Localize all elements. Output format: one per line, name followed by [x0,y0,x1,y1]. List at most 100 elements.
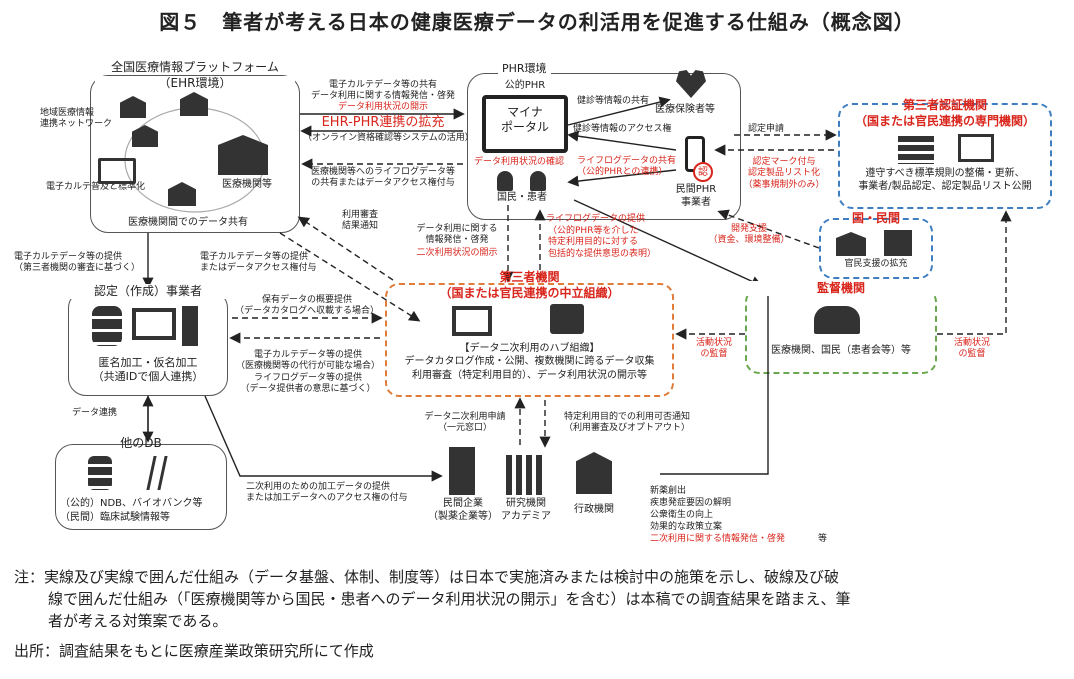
third-party-cert-title: 第三者認証機関 [902,98,987,112]
lifelog-to-medical-text: 医療機関等へのライフログデータ等 の共有またはデータアクセス権付与 [310,167,455,189]
cert-mark-label: 認定マーク付与 認定製品リスト化 （薬事規制外のみ） [743,157,825,190]
processed-data-label: 二次利用のための加工データの提供 または加工データへのアクセス権の付与 [246,482,408,504]
outcome-3: 公衆衛生の向上 [650,510,714,520]
note-line-1: 注：実線及び実線で囲んだ仕組み（データ基盤、体制、制度等）は日本で実施済みまたは… [14,568,840,586]
presenter-icon [958,134,994,162]
office-building-icon [884,230,912,256]
outcome-2: 疾患発症要因の解明 [650,498,732,508]
kenshin-access-label: 健診等情報のアクセス権 [573,124,672,134]
third-party-title: 第三者機関 [499,270,560,284]
other-db-line1: （公的）NDB、バイオバンク等 [60,498,203,509]
regional-network-label: 地域医療情報 連携ネットワーク [40,108,113,130]
hub-label: 【データ二次利用のハブ組織】 [459,343,600,354]
other-db-line2: （民間）臨床試験情報等 [60,512,170,523]
secondary-apply-label: データ二次利用申請 （一元窓口） [424,412,506,434]
source-line: 出所：調査結果をもとに医療産業政策研究所にて作成 [14,642,374,660]
review-notice-label: 利用審査 結果通知 [341,210,378,232]
third-party-desc-1: データカタログ作成・公開、複数機関に跨るデータ収集 [404,356,655,367]
certification-badge-text: 認 [698,167,708,178]
database-icon [92,306,122,346]
ehr-environment-box [90,75,300,233]
ehr-standardization-label: 電子カルテ普及と標準化 [46,182,146,192]
myna-portal-screen [482,95,568,153]
third-party-subtitle: （国または官民連携の中立組織） [439,286,620,300]
third-party-desc-2: 利用審査（特定利用目的）、データ利用状況の開示等 [412,370,647,381]
lifelog-to-medical-label: 医療機関等へのライフログデータ等 の共有またはデータアクセス権付与 [303,167,463,190]
outcome-1: 新薬創出 [650,486,687,496]
test-tubes-icon [506,455,544,495]
large-hospital-icon [218,135,268,175]
supervisor-title: 監督機関 [745,281,937,296]
certification-badge: 認 [693,162,713,182]
outcome-6: 等 [818,534,828,544]
govt-title: 国・民間 [851,211,900,225]
lifelog-provision-label: ライフログデータの提供 [546,214,646,224]
admin-label: 行政機関 [574,504,614,515]
govt-box [819,218,933,279]
third-party-org-box [385,283,674,397]
kenshin-share-label: 健診等情報の共有 [577,96,650,106]
govt-desc: 官民支援の拡充 [844,259,908,269]
database-icon [88,456,112,490]
government-building-icon [576,452,612,494]
purpose-notice-label: 特定利用目的での利用可否通知 （利用審査及びオプトアウト） [563,412,690,434]
server-tower-icon [182,306,198,346]
phr-environment-box [467,73,741,220]
data-link-label: データ連携 [72,408,118,418]
certified-title: 認定（作成）事業者 [68,284,228,299]
ehr-to-cert-label: 電子カルテデータ等の提供 （第三者機関の審査に基づく） [14,252,141,274]
ehr-title-1: 全国医療情報プラットフォーム [111,60,279,74]
ehr-lifelog-provision-label: 電子カルテデータ等の提供 （医療機関等の代行が可能な場合） ライフログデータ等の… [235,350,380,394]
group-icon [814,306,860,334]
third-party-cert-box [838,103,1052,209]
info-to-citizen-label: データ利用に関する 情報発信・啓発 [416,224,498,246]
person-icon [497,171,513,191]
third-party-cert-desc: 遵守すべき標準規則の整備・更新、 事業者/製品認定、認定製品リスト公開 [858,168,1032,192]
share-label-2: データ利用に関する情報発信・啓発 [310,91,455,101]
lifelog-share-label: ライフログデータの共有 （公的PHRとの連携） [577,156,677,178]
medical-institutions-label: 医療機関等 [222,179,272,190]
outcome-5: 二次利用に関する情報発信・啓発 [650,534,786,544]
monitor-left-label: 活動状況 の監督 [695,338,732,360]
person-icon [530,171,546,191]
share-label-1: 電子カルテデータ等の共有 [328,80,437,90]
note-line-2: 線で囲んだ仕組み（「医療機関等から国民・患者へのデータ利用状況の開示」を含む）は… [48,590,851,608]
share-label-3: データ利用状況の開示 [337,102,428,112]
other-db-title: 他のDB [120,436,162,450]
cert-apply-label: 認定申請 [748,124,785,134]
ehr-to-third-label: 電子カルテデータ等の提供 またはデータアクセス権付与 [200,252,317,274]
books-icon [898,136,934,164]
computer-icon [132,308,176,340]
private-phr-label: 民間PHR 事業者 [675,184,717,208]
ehr-phr-link-sub: （オンライン資格確認等システムの活用） [303,133,474,143]
lifelog-provision-sub: （公的PHR等を介した 特定利用目的に対する 包括的な提供意思の表明） [548,226,657,259]
hospital-icon [132,125,158,147]
phr-title: PHR環境 [498,62,551,76]
company-label: 民間企業 （製薬企業等） [428,498,498,522]
meta-provision-label: 保有データの概要提供 （データカタログへ収載する場合） [234,295,379,317]
supervisor-desc: 医療機関、国民（患者会等）等 [771,345,911,356]
third-party-cert-subtitle: （国または官民連携の専門機関） [854,114,1035,128]
citizens-label: 国民・患者 [497,192,547,203]
company-building-icon [449,447,475,495]
note-line-3: 者が考える対策案である。 [48,612,228,630]
ehr-title-2: （EHR環境） [95,76,295,91]
myna-portal-label: マイナ ポータル [500,105,549,134]
monitor-right-label: 活動状況 の監督 [953,338,990,360]
page-title: 図５ 筆者が考える日本の健康医療データの利活用を促進する仕組み（概念図） [159,10,915,34]
catalog-book-icon [452,306,492,336]
insurer-label: 医療保険者等 [655,104,715,115]
public-phr-label: 公的PHR [504,80,546,91]
research-label: 研究機関 アカデミア [501,498,551,522]
data-sharing-label: 医療機関間でのデータ共有 [128,217,248,228]
secondary-disclosure-label: 二次利用状況の開示 [416,248,498,258]
laptop-icon [98,158,136,184]
other-db-box [55,444,227,530]
hospital-icon [120,96,146,118]
dev-support-label: 開発支援 （資金、環境整備） [708,224,790,246]
meeting-icon [550,304,584,334]
ehr-phr-link-label: EHR-PHR連携の拡充 [321,115,445,130]
usage-confirm-label: データ利用状況の確認 [474,157,565,167]
government-building-icon [836,232,866,256]
